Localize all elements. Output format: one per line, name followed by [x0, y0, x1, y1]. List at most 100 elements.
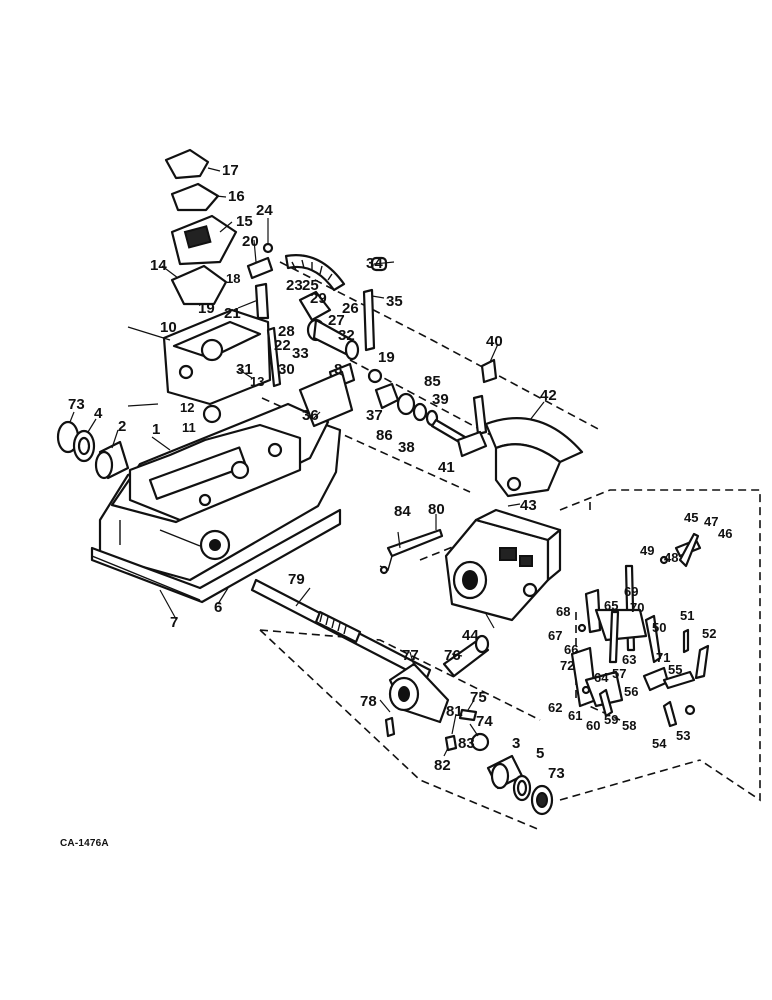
callout-65: 65 [604, 598, 618, 613]
gasket-plate-part-7 [91, 548, 201, 601]
callout-22: 22 [274, 337, 291, 354]
callout-82: 82 [434, 757, 451, 774]
callout-6: 6 [214, 599, 222, 616]
callout-57: 57 [612, 666, 626, 681]
callout-83: 83 [458, 735, 475, 752]
callout-56: 56 [624, 684, 638, 699]
left-bushings [56, 420, 130, 480]
callout-77: 77 [402, 647, 419, 664]
callout-17: 17 [222, 162, 239, 179]
cylinder-part-76 [442, 634, 490, 678]
callout-80: 80 [428, 501, 445, 518]
callout-7: 7 [170, 614, 178, 631]
callout-72: 72 [560, 658, 574, 673]
callout-55: 55 [668, 662, 682, 677]
callout-40: 40 [486, 333, 503, 350]
sector-part-42 [484, 417, 584, 498]
callout-43: 43 [520, 497, 537, 514]
callout-15: 15 [236, 213, 253, 230]
callout-47: 47 [704, 514, 718, 529]
callout-45: 45 [684, 510, 698, 525]
callout-27: 27 [328, 312, 345, 329]
callout-12: 12 [180, 400, 194, 415]
linkage-assembly [570, 532, 710, 728]
callout-44: 44 [462, 627, 479, 644]
callout-3: 3 [512, 735, 520, 752]
callout-24: 24 [256, 202, 273, 219]
callout-64: 64 [594, 670, 609, 685]
callout-75: 75 [470, 689, 487, 706]
callout-25: 25 [302, 277, 319, 294]
callout-74: 74 [476, 713, 493, 730]
tube-parts-80-84 [379, 528, 444, 575]
callout-41: 41 [438, 459, 455, 476]
callout-54: 54 [652, 736, 667, 751]
callout-39: 39 [432, 391, 449, 408]
callout-38: 38 [398, 439, 415, 456]
callout-85: 85 [424, 373, 441, 390]
callout-13: 13 [250, 374, 264, 389]
right-bushings [444, 708, 554, 816]
callout-42: 42 [540, 387, 557, 404]
callout-60: 60 [586, 718, 600, 733]
callout-73b: 73 [548, 765, 565, 782]
callout-48: 48 [664, 550, 678, 565]
callout-73a: 73 [68, 396, 85, 413]
control-levers [246, 242, 388, 428]
callout-19a: 19 [198, 300, 215, 317]
leader-lines [69, 167, 545, 757]
callout-66: 66 [564, 642, 578, 657]
callout-63: 63 [622, 652, 636, 667]
callout-8: 8 [334, 361, 342, 378]
valve-body-part-44 [444, 508, 562, 622]
callout-49: 49 [640, 543, 654, 558]
rockshaft-part-79 [250, 578, 432, 682]
callout-78: 78 [360, 693, 377, 710]
callout-33: 33 [292, 345, 309, 362]
callout-20: 20 [242, 233, 259, 250]
lift-arm-part-77 [384, 662, 450, 738]
callout-30: 30 [278, 361, 295, 378]
callout-52: 52 [702, 626, 716, 641]
callout-10: 10 [160, 319, 177, 336]
callout-1: 1 [152, 421, 160, 438]
callout-14: 14 [150, 257, 167, 274]
callout-26: 26 [342, 300, 359, 317]
callout-71: 71 [656, 650, 670, 665]
callout-69: 69 [624, 584, 638, 599]
callout-36: 36 [302, 407, 319, 424]
callout-46: 46 [718, 526, 732, 541]
callout-86: 86 [376, 427, 393, 444]
callout-79: 79 [288, 571, 305, 588]
callout-70: 70 [630, 600, 644, 615]
callout-4: 4 [94, 405, 103, 422]
callout-11: 11 [182, 420, 196, 435]
callout-58: 58 [622, 718, 636, 733]
callout-18: 18 [226, 271, 240, 286]
callout-51: 51 [680, 608, 694, 623]
callout-37: 37 [366, 407, 383, 424]
callout-labels: 17 16 15 24 20 14 18 23 25 34 29 35 26 1… [68, 162, 732, 782]
callout-31: 31 [236, 361, 253, 378]
callout-29: 29 [310, 290, 327, 307]
figure-code: CA-1476A [60, 838, 109, 849]
callout-28: 28 [278, 323, 295, 340]
quadrant-arc-part-25 [284, 254, 346, 292]
callout-2: 2 [118, 418, 126, 435]
callout-59: 59 [604, 712, 618, 727]
callout-21: 21 [224, 305, 241, 322]
callout-67: 67 [548, 628, 562, 643]
upper-cover-assembly [162, 148, 272, 424]
callout-62: 62 [548, 700, 562, 715]
housing-part-1 [90, 402, 342, 604]
callout-19b: 19 [378, 349, 395, 366]
callout-53: 53 [676, 728, 690, 743]
callout-5: 5 [536, 745, 544, 762]
callout-34: 34 [366, 255, 383, 272]
callout-23-25: 23 [286, 277, 303, 294]
callout-32: 32 [338, 327, 355, 344]
callout-84: 84 [394, 503, 411, 520]
callout-81: 81 [446, 703, 463, 720]
